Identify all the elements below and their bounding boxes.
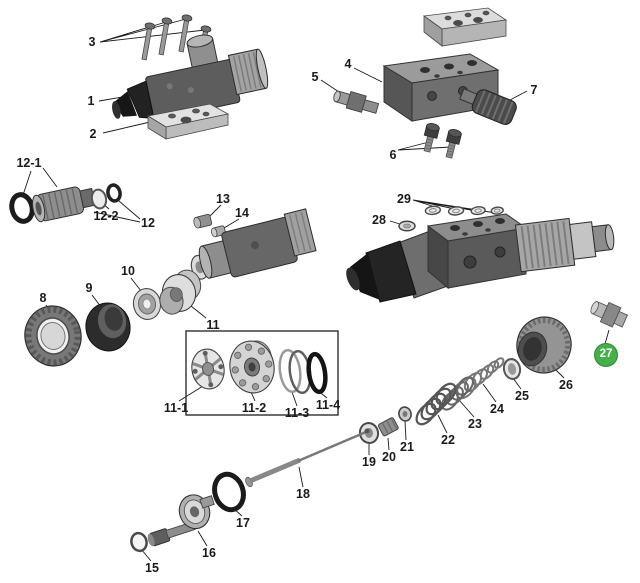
part-16-shaft [147, 494, 215, 547]
part-26-cap [516, 316, 572, 374]
part-label-6[interactable]: 6 [389, 147, 397, 162]
part-label-16[interactable]: 16 [202, 545, 216, 560]
part-label-11-3[interactable]: 11-3 [284, 405, 310, 420]
part-12-2-washers [90, 183, 122, 210]
part-label-11-4[interactable]: 11-4 [315, 397, 341, 412]
part-19-washer [358, 422, 380, 444]
part-label-15[interactable]: 15 [145, 560, 159, 575]
detail-box-11 [185, 330, 339, 416]
part-cylinder-body [190, 208, 317, 280]
part-12-coupler [32, 186, 96, 223]
part-28-washer [398, 220, 416, 232]
part-label-10[interactable]: 10 [121, 263, 135, 278]
part-24-spring [455, 357, 505, 400]
part-9-cap [85, 302, 131, 352]
part-18-rod [245, 428, 370, 488]
part-label-11[interactable]: 11 [206, 317, 220, 332]
part-27-fitting[interactable] [588, 297, 629, 331]
part-label-20[interactable]: 20 [382, 449, 396, 464]
part-15-ring [130, 531, 148, 553]
part-label-11-1[interactable]: 11-1 [163, 400, 189, 415]
part-21-ring [398, 406, 412, 422]
part-label-25[interactable]: 25 [515, 388, 529, 403]
part-2-plate [146, 103, 230, 140]
part-20-cylinder [377, 417, 399, 437]
part-11-2-disc [229, 340, 275, 394]
part-label-12-1[interactable]: 12-1 [16, 155, 42, 170]
part-label-26[interactable]: 26 [559, 377, 573, 392]
part-main-valve [346, 213, 615, 303]
part-label-2[interactable]: 2 [89, 126, 97, 141]
part-5-fitting [333, 90, 380, 114]
part-label-23[interactable]: 23 [468, 416, 482, 431]
part-label-21[interactable]: 21 [400, 439, 414, 454]
part-label-3[interactable]: 3 [88, 34, 96, 49]
part-label-11-2[interactable]: 11-2 [241, 400, 267, 415]
part-8-ring-nut [24, 305, 82, 367]
part-label-7[interactable]: 7 [530, 82, 538, 97]
part-label-9[interactable]: 9 [85, 280, 93, 295]
part-label-29[interactable]: 29 [397, 191, 411, 206]
part-11-1-spider [191, 348, 225, 390]
part-1-valve-body [112, 34, 269, 121]
part-25-ring [502, 358, 522, 380]
part-22-spring [415, 382, 457, 426]
part-label-13[interactable]: 13 [216, 191, 230, 206]
part-label-28[interactable]: 28 [372, 212, 386, 227]
part-11-4-oring [306, 351, 328, 395]
part-17-oring [212, 471, 246, 513]
part-label-1[interactable]: 1 [87, 93, 95, 108]
part-12-1-oring [9, 192, 35, 224]
part-6-screws [423, 122, 462, 159]
part-11-bearing [159, 269, 202, 315]
part-label-18[interactable]: 18 [296, 486, 310, 501]
part-label-27[interactable]: 27 [594, 343, 618, 367]
part-label-5[interactable]: 5 [311, 69, 319, 84]
part-label-4[interactable]: 4 [344, 56, 352, 71]
part-13-plug [193, 213, 213, 229]
part-7-handle [459, 88, 517, 125]
part-4-top-plate [422, 7, 508, 47]
part-label-8[interactable]: 8 [39, 290, 47, 305]
part-label-24[interactable]: 24 [490, 401, 504, 416]
part-label-12[interactable]: 12 [141, 215, 155, 230]
part-label-22[interactable]: 22 [441, 432, 455, 447]
part-label-19[interactable]: 19 [362, 454, 376, 469]
part-29-washers [424, 205, 504, 216]
part-label-12-2[interactable]: 12-2 [93, 208, 119, 223]
part-label-14[interactable]: 14 [235, 205, 249, 220]
part-label-17[interactable]: 17 [236, 515, 250, 530]
